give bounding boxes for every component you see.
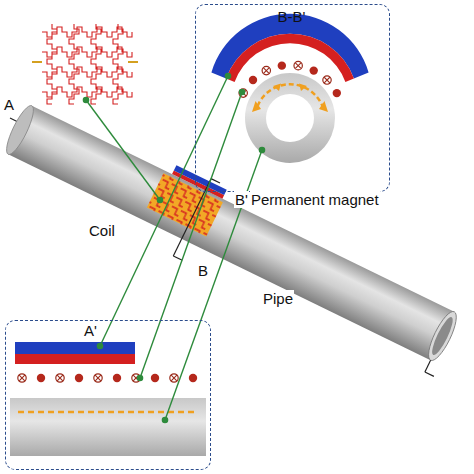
wave-path <box>258 84 323 106</box>
section-heading: B-B' <box>278 9 306 26</box>
current-in <box>295 63 301 69</box>
leader-dot <box>83 97 88 102</box>
pipe-bore <box>429 315 456 357</box>
meander-winding <box>42 24 132 104</box>
wave-arrow <box>299 84 307 92</box>
current-out <box>189 374 197 382</box>
section-line <box>211 179 220 183</box>
pipe-ring <box>245 73 335 163</box>
wave-path <box>18 411 198 414</box>
current-in <box>19 375 25 381</box>
section-heading: A' <box>84 323 97 340</box>
wave-arrow <box>319 101 328 112</box>
part-label: B <box>197 262 209 279</box>
current-in <box>18 374 26 382</box>
leader-line <box>165 150 262 420</box>
pipe <box>0 91 469 382</box>
pipe-bore <box>266 94 314 142</box>
current-in <box>171 375 177 381</box>
part-label: B' <box>234 191 249 208</box>
wave-arrow <box>252 101 261 112</box>
magnet-red <box>15 354 135 364</box>
current-in <box>94 374 102 382</box>
section-line <box>425 360 431 372</box>
current-in <box>263 68 269 74</box>
longitudinal-section <box>10 342 206 456</box>
current-out <box>310 66 318 74</box>
meander-coil <box>32 24 138 104</box>
leader-line <box>100 76 228 346</box>
pipe-wall <box>10 398 206 456</box>
current-out <box>249 76 257 84</box>
leader-line <box>140 92 242 378</box>
coil-lead <box>128 61 138 63</box>
pipe-end <box>423 308 461 364</box>
leader-line <box>86 100 160 200</box>
magnet-blue <box>15 342 135 354</box>
wave-arrow <box>273 84 281 92</box>
magnet-blue <box>174 165 227 195</box>
current-out <box>113 374 121 382</box>
leader-lines <box>83 73 264 422</box>
current-in <box>262 66 270 74</box>
part-label: Permanent magnet <box>250 191 380 208</box>
current-in <box>57 375 63 381</box>
section-line <box>425 372 434 376</box>
current-in <box>56 374 64 382</box>
current-in <box>170 374 178 382</box>
leader-dot <box>239 89 244 94</box>
section-line <box>173 179 211 256</box>
part-label: Pipe <box>262 290 294 307</box>
current-in <box>324 77 330 83</box>
leader-dot <box>97 343 102 348</box>
leader-dot <box>137 375 142 380</box>
current-out <box>333 89 341 97</box>
leader-dot <box>259 147 264 152</box>
pipe-body <box>8 106 454 361</box>
current-out <box>278 61 286 69</box>
part-label: Coil <box>88 222 116 239</box>
current-out <box>37 374 45 382</box>
current-out <box>75 374 83 382</box>
leader-dot <box>162 417 167 422</box>
inset-box: B-B' <box>195 4 390 192</box>
cross-section <box>211 14 368 163</box>
current-in <box>323 76 331 84</box>
current-in <box>95 375 101 381</box>
current-in <box>294 61 302 69</box>
section-line <box>173 256 182 260</box>
leader-dot <box>157 197 162 202</box>
current-out <box>151 374 159 382</box>
inset-box: A' <box>5 320 211 470</box>
coil-lead <box>32 61 42 63</box>
leader-dot <box>225 73 230 78</box>
part-label: A <box>3 96 15 113</box>
